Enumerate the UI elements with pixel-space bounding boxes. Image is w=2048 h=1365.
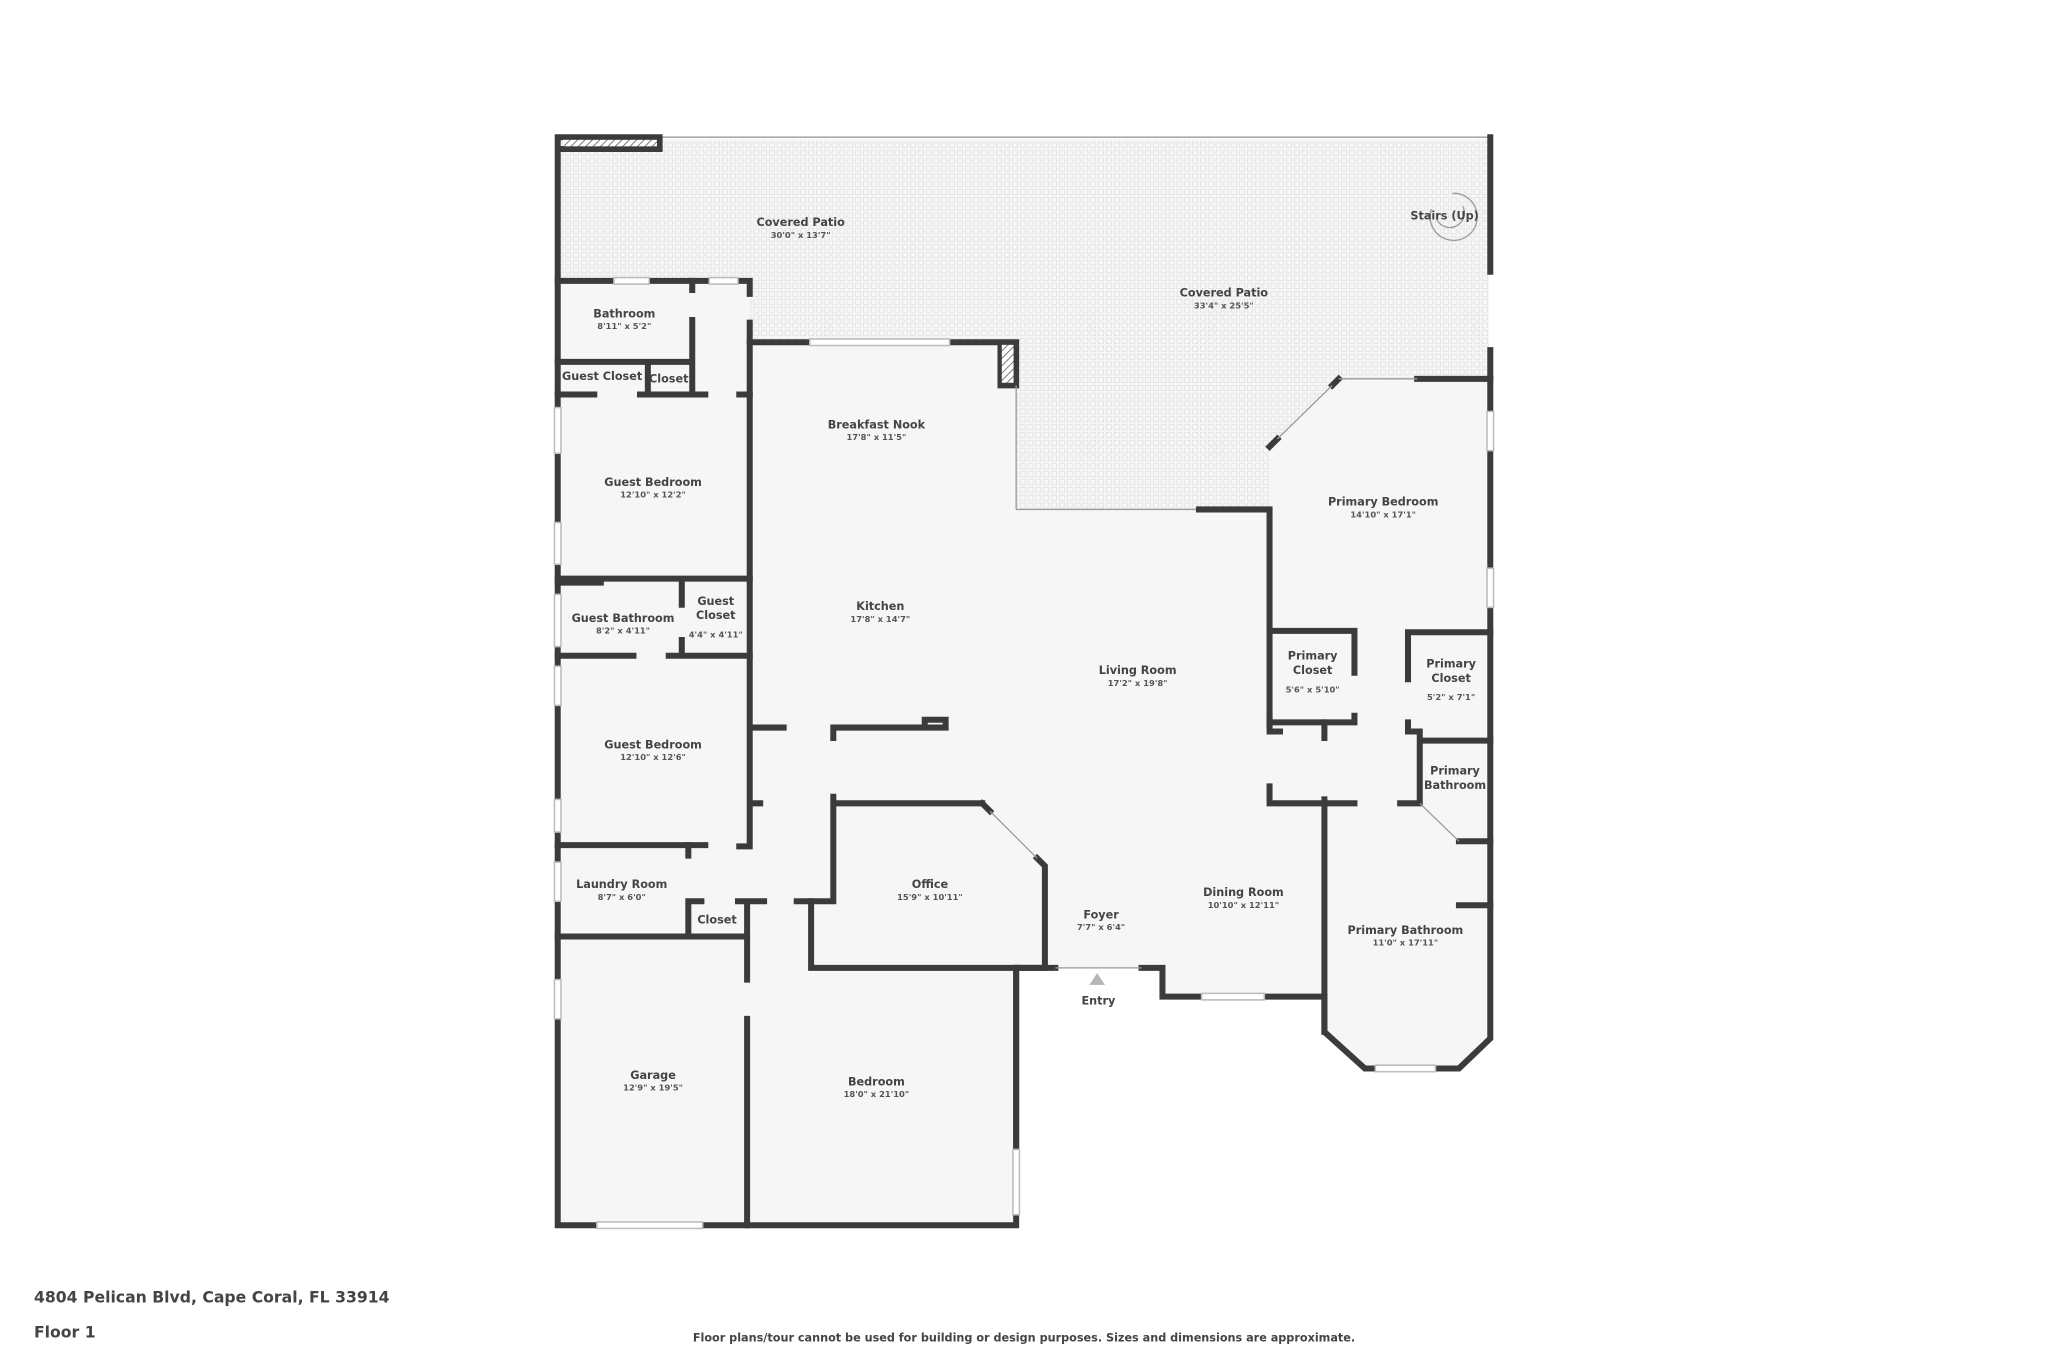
- room-dims: 14'10" x 17'1": [1350, 509, 1416, 519]
- room-dims: 12'10" x 12'6": [620, 752, 686, 762]
- room-dims: 17'8" x 14'7": [850, 614, 910, 624]
- room-dims: 11'0" x 17'11": [1373, 938, 1439, 948]
- room-dims: 15'9" x 10'11": [897, 892, 963, 902]
- windows: [553, 276, 1495, 1230]
- room-name: Primary Bedroom: [1328, 496, 1438, 509]
- room-dims: 5'6" x 5'10": [1286, 684, 1340, 694]
- room-dims: 8'11" x 5'2": [597, 321, 651, 331]
- stairs-label: Stairs (Up): [1410, 209, 1478, 222]
- room-dims: 17'2" x 19'8": [1108, 678, 1168, 688]
- room-name: Foyer: [1083, 908, 1119, 921]
- room-name: Primary Bathroom: [1348, 924, 1464, 937]
- room-dims: 7'7" x 6'4": [1077, 922, 1125, 932]
- room-dims: 10'10" x 12'11": [1208, 900, 1279, 910]
- room-name: Covered Patio: [756, 216, 845, 229]
- floor-area: [557, 136, 1491, 1226]
- walls: [554, 134, 1494, 1229]
- room-name: Guest Bedroom: [604, 738, 702, 751]
- room-name: Dining Room: [1203, 886, 1284, 899]
- room-name: Living Room: [1099, 664, 1177, 677]
- floor-label: Floor 1: [34, 1323, 96, 1342]
- room-dims: 4'4" x 4'11": [689, 629, 743, 639]
- room-name: Guest Closet: [562, 370, 643, 383]
- room-dims: 8'2" x 4'11": [596, 626, 650, 636]
- room-name: Garage: [630, 1069, 676, 1082]
- room-name: Closet: [697, 913, 737, 926]
- disclaimer: Floor plans/tour cannot be used for buil…: [693, 1331, 1355, 1344]
- room-dims: 5'2" x 7'1": [1427, 692, 1475, 702]
- room-dims: 33'4" x 25'5": [1194, 300, 1254, 310]
- room-name: Bedroom: [848, 1075, 905, 1088]
- room-dims: 18'0" x 21'10": [844, 1089, 910, 1099]
- room-dims: 17'8" x 11'5": [846, 432, 906, 442]
- room-dims: 30'0" x 13'7": [771, 230, 831, 240]
- room-dims: 12'9" x 19'5": [623, 1083, 683, 1093]
- stairs-icon: [1429, 192, 1478, 241]
- room-dims: 12'10" x 12'2": [620, 490, 686, 500]
- room-name: Kitchen: [856, 600, 904, 613]
- address: 4804 Pelican Blvd, Cape Coral, FL 33914: [34, 1287, 390, 1306]
- room-name: Breakfast Nook: [828, 418, 926, 431]
- entry-label: Entry: [1082, 994, 1117, 1007]
- room-dims: 8'7" x 6'0": [598, 892, 646, 902]
- entry-arrow-icon: [1089, 973, 1105, 985]
- room-name: Bathroom: [593, 307, 655, 320]
- room-name: Covered Patio: [1180, 287, 1269, 300]
- room-name: Closet: [649, 373, 689, 386]
- room-name: Guest Bedroom: [604, 476, 702, 489]
- room-name: Guest Bathroom: [572, 612, 675, 625]
- room-name: Laundry Room: [576, 878, 667, 891]
- room-name: Office: [912, 878, 949, 891]
